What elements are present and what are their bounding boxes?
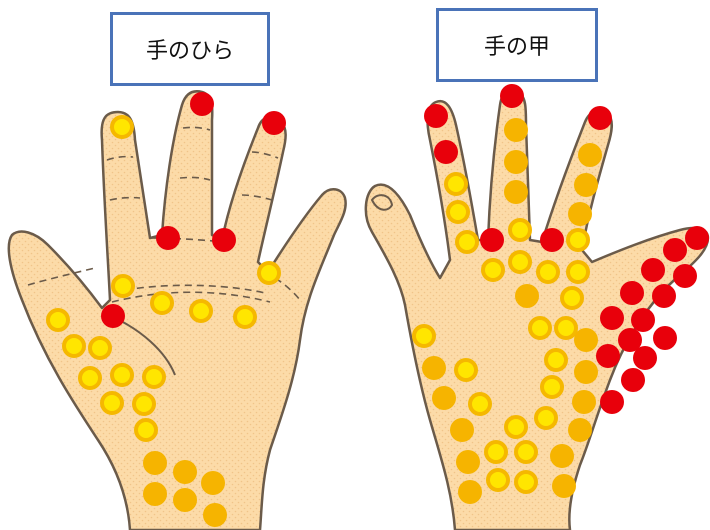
orange-spot xyxy=(515,284,539,308)
red-spot xyxy=(424,104,448,128)
red-spot xyxy=(262,111,286,135)
yellow-ring-spot xyxy=(510,252,530,272)
yellow-ring-spot xyxy=(136,420,156,440)
yellow-ring-spot xyxy=(152,293,172,313)
yellow-ring-spot xyxy=(546,350,566,370)
orange-spot xyxy=(574,360,598,384)
orange-spot xyxy=(143,482,167,506)
orange-spot xyxy=(450,418,474,442)
yellow-ring-spot xyxy=(48,310,68,330)
yellow-ring-spot xyxy=(562,288,582,308)
yellow-ring-spot xyxy=(457,232,477,252)
red-spot xyxy=(620,281,644,305)
yellow-ring-spot xyxy=(510,220,530,240)
yellow-ring-spot xyxy=(113,276,133,296)
yellow-ring-spot xyxy=(542,377,562,397)
orange-spot xyxy=(203,503,227,527)
yellow-ring-spot xyxy=(414,326,434,346)
red-spot xyxy=(641,258,665,282)
red-spot xyxy=(588,106,612,130)
yellow-ring-spot xyxy=(530,318,550,338)
red-spot xyxy=(156,226,180,250)
orange-spot xyxy=(173,460,197,484)
back-hand-outline xyxy=(366,90,708,530)
orange-spot xyxy=(173,488,197,512)
orange-spot xyxy=(574,173,598,197)
yellow-ring-spot xyxy=(102,393,122,413)
yellow-ring-spot xyxy=(448,202,468,222)
yellow-ring-spot xyxy=(112,117,132,137)
orange-spot xyxy=(201,471,225,495)
red-spot xyxy=(652,284,676,308)
orange-spot xyxy=(572,390,596,414)
red-spot xyxy=(212,228,236,252)
orange-spot xyxy=(456,450,480,474)
back-hand xyxy=(366,90,708,530)
yellow-ring-spot xyxy=(144,367,164,387)
yellow-ring-spot xyxy=(259,263,279,283)
yellow-ring-spot xyxy=(568,230,588,250)
yellow-ring-spot xyxy=(90,338,110,358)
yellow-ring-spot xyxy=(516,472,536,492)
yellow-ring-spot xyxy=(112,365,132,385)
yellow-ring-spot xyxy=(134,394,154,414)
red-spot xyxy=(633,346,657,370)
yellow-ring-spot xyxy=(470,394,490,414)
yellow-ring-spot xyxy=(568,262,588,282)
red-spot xyxy=(600,306,624,330)
yellow-ring-spot xyxy=(486,442,506,462)
red-spot xyxy=(621,368,645,392)
red-spot xyxy=(434,140,458,164)
yellow-ring-spot xyxy=(488,470,508,490)
yellow-ring-spot xyxy=(556,318,576,338)
orange-spot xyxy=(568,418,592,442)
yellow-ring-spot xyxy=(483,260,503,280)
yellow-ring-spot xyxy=(64,336,84,356)
red-spot xyxy=(685,226,709,250)
yellow-ring-spot xyxy=(80,368,100,388)
orange-spot xyxy=(568,202,592,226)
red-spot xyxy=(101,304,125,328)
orange-spot xyxy=(504,180,528,204)
yellow-ring-spot xyxy=(456,360,476,380)
red-spot xyxy=(596,344,620,368)
red-spot xyxy=(673,264,697,288)
orange-spot xyxy=(552,474,576,498)
orange-spot xyxy=(458,480,482,504)
red-spot xyxy=(190,92,214,116)
orange-spot xyxy=(422,356,446,380)
yellow-ring-spot xyxy=(538,262,558,282)
red-spot xyxy=(631,308,655,332)
red-spot xyxy=(540,228,564,252)
yellow-ring-spot xyxy=(191,301,211,321)
orange-spot xyxy=(143,451,167,475)
orange-spot xyxy=(550,444,574,468)
red-spot xyxy=(480,228,504,252)
yellow-ring-spot xyxy=(235,307,255,327)
orange-spot xyxy=(578,143,602,167)
red-spot xyxy=(500,84,524,108)
red-spot xyxy=(663,238,687,262)
yellow-ring-spot xyxy=(506,417,526,437)
orange-spot xyxy=(574,328,598,352)
yellow-ring-spot xyxy=(446,174,466,194)
red-spot xyxy=(600,390,624,414)
orange-spot xyxy=(504,150,528,174)
yellow-ring-spot xyxy=(536,408,556,428)
yellow-ring-spot xyxy=(516,442,536,462)
orange-spot xyxy=(504,118,528,142)
orange-spot xyxy=(432,386,456,410)
red-spot xyxy=(653,326,677,350)
